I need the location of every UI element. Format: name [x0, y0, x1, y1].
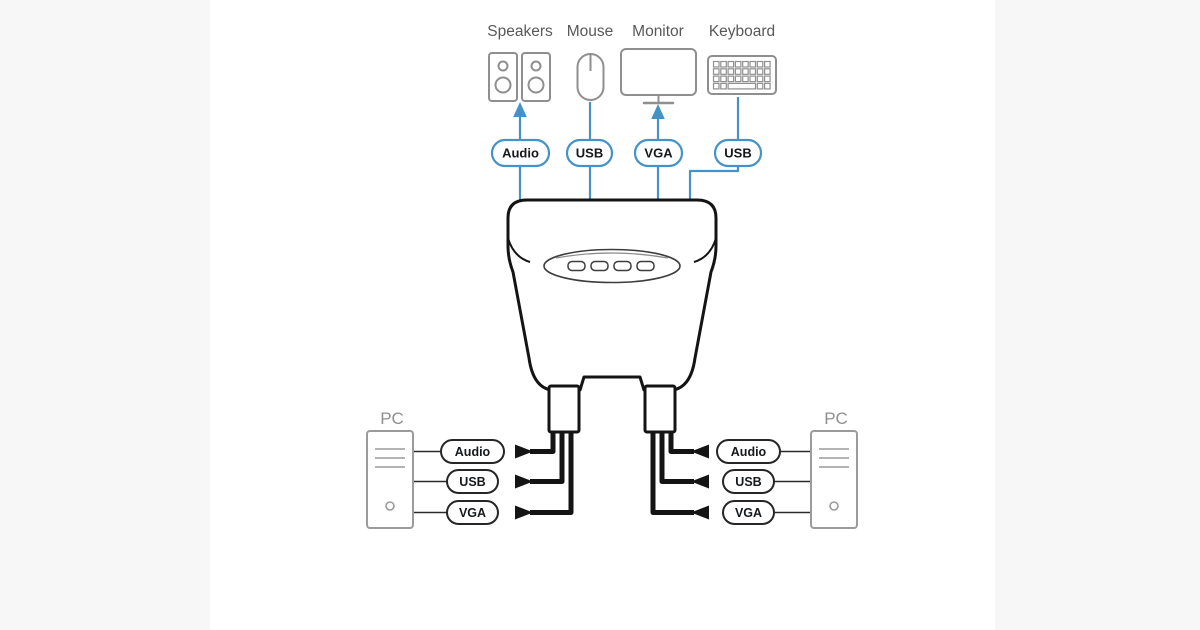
audio-up-arrow-icon — [513, 102, 527, 117]
left-usb-pill — [446, 469, 499, 494]
left-cable-connector — [547, 384, 581, 434]
right-cable-connector — [643, 384, 677, 434]
right-pc-ports: Audio USB VGA — [716, 439, 811, 525]
monitor-icon — [620, 48, 697, 105]
left-audio-pill — [440, 439, 505, 464]
left-audio-arrow-icon — [515, 444, 533, 459]
cable-arrowheads — [515, 444, 709, 520]
left-audio-pill-label: Audio — [455, 445, 491, 459]
right-audio-pill-label: Audio — [731, 445, 767, 459]
mouse-icon — [576, 53, 605, 101]
right-pc-power-icon — [829, 501, 839, 511]
speakers-icon — [488, 52, 551, 102]
right-vga-pill-label: VGA — [735, 506, 762, 520]
speakers-label: Speakers — [487, 23, 553, 40]
left-vga-pill-label: VGA — [459, 506, 486, 520]
right-usb-pill — [722, 469, 775, 494]
port-button-1 — [567, 260, 586, 272]
kvm-right-seam — [693, 237, 717, 263]
audio-console-pill-label: Audio — [502, 146, 539, 161]
console-cable-lines — [518, 166, 740, 200]
right-pc-label: PC — [824, 409, 848, 428]
vga-console-pill — [633, 138, 684, 168]
peripheral-cable-lines — [513, 97, 740, 140]
left-pc-power-icon — [385, 501, 395, 511]
left-vga-pill — [446, 500, 499, 525]
right-pc-case-icon — [810, 430, 858, 529]
mouse-label: Mouse — [567, 23, 614, 40]
right-audio-arrow-icon — [691, 444, 709, 459]
keyboard-label: Keyboard — [709, 23, 775, 40]
panel-arc — [555, 252, 669, 259]
right-vga-arrow-icon — [691, 505, 709, 520]
right-audio-pill — [716, 439, 781, 464]
left-pc-ports: Audio USB VGA — [413, 439, 505, 525]
right-pc-tower: PC — [810, 409, 858, 529]
left-pc-case-icon — [366, 430, 414, 529]
keyboard-usb-console-pill — [713, 138, 763, 168]
left-vga-arrow-icon — [515, 505, 533, 520]
left-usb-arrow-icon — [515, 474, 533, 489]
right-usb-arrow-icon — [691, 474, 709, 489]
kvm-switch — [506, 198, 718, 392]
kvm-left-seam — [507, 237, 531, 263]
peripheral-labels: Speakers Mouse Monitor Keyboard — [487, 23, 775, 40]
mouse-usb-console-pill — [565, 138, 614, 168]
monitor-label: Monitor — [632, 23, 684, 40]
keyboard-icon — [707, 55, 777, 95]
right-vga-pill — [722, 500, 775, 525]
left-usb-pill-label: USB — [459, 475, 485, 489]
keyboard-usb-console-pill-label: USB — [724, 146, 751, 161]
right-usb-pill-label: USB — [735, 475, 761, 489]
left-pc-label: PC — [380, 409, 404, 428]
port-button-3 — [613, 260, 632, 272]
vga-up-arrow-icon — [651, 104, 665, 119]
mouse-usb-console-pill-label: USB — [576, 146, 603, 161]
vga-console-pill-label: VGA — [644, 146, 673, 161]
left-pc-tower: PC — [366, 409, 414, 529]
console-port-pills: Audio USB VGA USB — [490, 138, 763, 168]
port-button-4 — [636, 260, 655, 272]
audio-console-pill — [490, 138, 551, 168]
pc-cables — [530, 420, 694, 515]
kvm-switch-body — [506, 198, 718, 392]
port-button-2 — [590, 260, 609, 272]
port-indicator-panel — [543, 248, 681, 284]
